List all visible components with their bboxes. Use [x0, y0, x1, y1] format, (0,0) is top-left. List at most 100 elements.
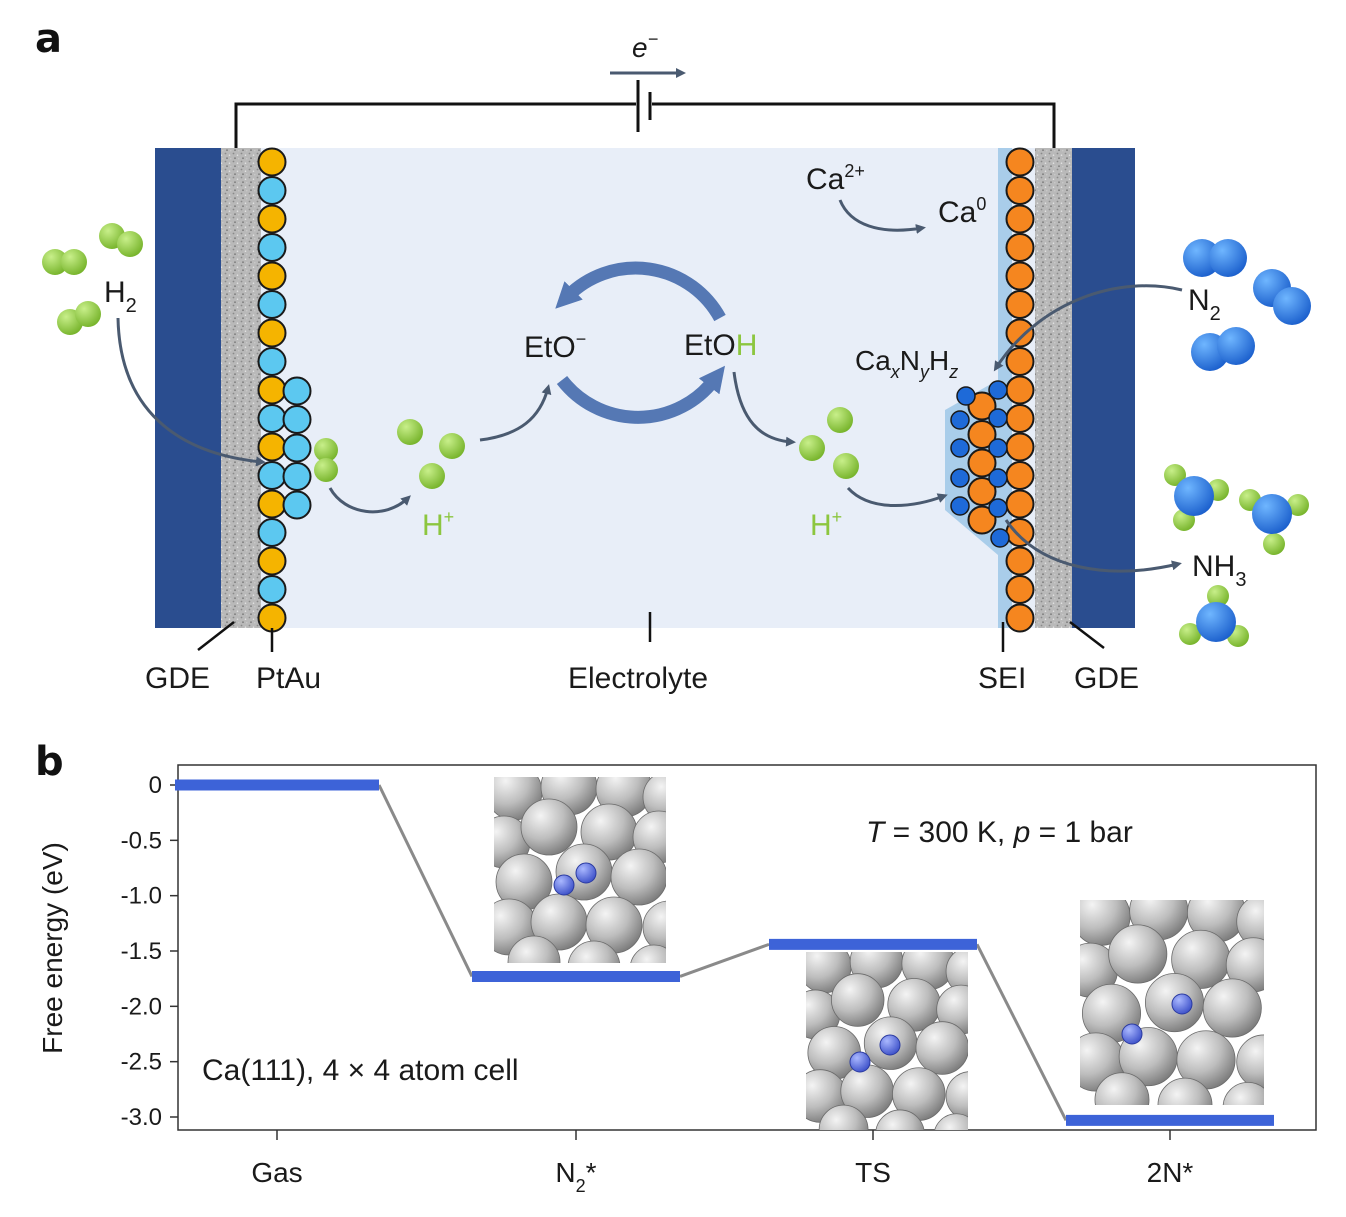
- ca-atom: [1005, 603, 1035, 633]
- leader-lines: [197, 612, 1105, 652]
- ca-atom: [967, 477, 997, 506]
- ca-sphere: [875, 1109, 925, 1130]
- panel-b-letter: b: [35, 739, 64, 785]
- adsorbed-h-pair: [314, 438, 338, 482]
- y-axis-label: Free energy (eV): [37, 842, 68, 1054]
- n-atom: [988, 408, 1008, 428]
- n-atom: [849, 1051, 871, 1073]
- ca-atom: [1005, 318, 1035, 348]
- h2-molecule: [99, 223, 143, 257]
- structure-inset-ts: [806, 952, 968, 1130]
- nh3-molecule: [1164, 464, 1229, 531]
- y-tick-label: -3.0: [121, 1104, 162, 1131]
- ca-atom: [1005, 404, 1035, 433]
- ca-atom: [1005, 233, 1035, 262]
- au-atom: [257, 290, 287, 319]
- ca-sphere: [945, 952, 968, 996]
- ca-sphere: [1157, 1077, 1213, 1105]
- n2-molecule: [1183, 239, 1247, 277]
- ca-atom: [1005, 461, 1035, 490]
- panel-b: b Free energy (eV) 0-0.5-1.0-1.5-2.0-2.5…: [35, 739, 1317, 1196]
- gde-left-label: GDE: [145, 662, 210, 695]
- n-atom: [990, 528, 1010, 548]
- n-atom: [879, 1034, 901, 1056]
- structure-inset-n2: [494, 777, 666, 963]
- pt-atom: [257, 603, 287, 633]
- h2-molecules: [42, 223, 143, 335]
- caxnyhz-cluster: [950, 380, 1010, 548]
- n2-molecule: [1191, 327, 1255, 371]
- ca-sphere: [934, 1113, 968, 1130]
- ca-atom: [1005, 518, 1035, 547]
- ca-sphere: [507, 935, 561, 963]
- au-atom: [282, 376, 312, 406]
- y-tick-label: 0: [149, 772, 162, 799]
- y-tick-label: -2.5: [121, 1049, 162, 1076]
- gde-right-label: GDE: [1074, 662, 1139, 695]
- conditions-label: T = 300 K, p = 1 bar: [866, 816, 1133, 849]
- pt-atom: [257, 318, 287, 348]
- pt-atom: [257, 147, 287, 177]
- ca-sphere: [830, 973, 885, 1027]
- gde-right-porous: [1035, 148, 1072, 628]
- ptau-label: PtAu: [256, 662, 321, 695]
- etoh-to-proton-arrow: [732, 371, 796, 447]
- hplus-left-label: H+: [422, 507, 454, 542]
- au-atom: [257, 518, 287, 547]
- proton-group-left: [397, 419, 465, 489]
- au-atom: [282, 490, 312, 520]
- ca-atom: [1005, 261, 1035, 291]
- h2-molecule: [42, 249, 87, 275]
- n-atom: [553, 874, 575, 896]
- y-tick-label: -1.5: [121, 938, 162, 965]
- pt-atom: [257, 261, 287, 291]
- ptau-catalyst-layer: [257, 147, 312, 633]
- electron-label: e−: [632, 29, 658, 63]
- h2-label: H2: [104, 276, 137, 317]
- n-atom: [950, 468, 970, 488]
- n-atom: [1121, 1023, 1143, 1045]
- au-atom: [257, 575, 287, 604]
- au-atom: [257, 233, 287, 262]
- n-atom: [1171, 993, 1193, 1015]
- ca-atom: [1005, 546, 1035, 576]
- n-atom: [988, 498, 1008, 518]
- plot-frame: [177, 764, 1317, 1131]
- au-atom: [257, 461, 287, 490]
- energy-connector: [975, 943, 1068, 1121]
- au-atom: [257, 404, 287, 433]
- ca-atom: [1005, 489, 1035, 519]
- ca-atom: [967, 505, 997, 535]
- y-tick-label: -1.0: [121, 883, 162, 910]
- au-atom: [282, 405, 312, 434]
- nh3-molecule: [1179, 585, 1249, 647]
- cycle-arrow-bottom: [556, 365, 726, 424]
- n2-to-sei-arrow: [993, 284, 1183, 372]
- nh3-molecules: [1164, 464, 1309, 647]
- pt-atom: [257, 375, 287, 405]
- h2-molecule: [57, 301, 101, 335]
- ca-sphere: [520, 798, 578, 856]
- structure-inset-2n: [1080, 900, 1264, 1105]
- n-atom: [956, 386, 976, 406]
- ca-atom: [1005, 375, 1035, 405]
- y-axis-ticks: 0-0.5-1.0-1.5-2.0-2.5-3.0: [121, 772, 178, 1131]
- ca-sphere: [567, 940, 621, 963]
- cycle-arrow-top: [555, 261, 726, 322]
- proton-to-nitride-arrow: [846, 486, 948, 508]
- ca-atom: [967, 391, 997, 421]
- ca-atom: [967, 448, 997, 478]
- nh3-release-arrow: [1004, 519, 1182, 573]
- pt-atom: [257, 546, 287, 576]
- pt-atom: [257, 432, 287, 462]
- energy-connector: [679, 942, 770, 978]
- ca-sphere: [610, 848, 666, 906]
- ca-atom: [1005, 575, 1035, 604]
- n-atom: [988, 438, 1008, 458]
- ca-reduction-arrow: [838, 199, 926, 234]
- panel-a-letter: a: [35, 16, 62, 62]
- n-atom: [988, 468, 1008, 488]
- nh3-label: NH3: [1192, 550, 1246, 591]
- calcium-layer: [1005, 147, 1035, 633]
